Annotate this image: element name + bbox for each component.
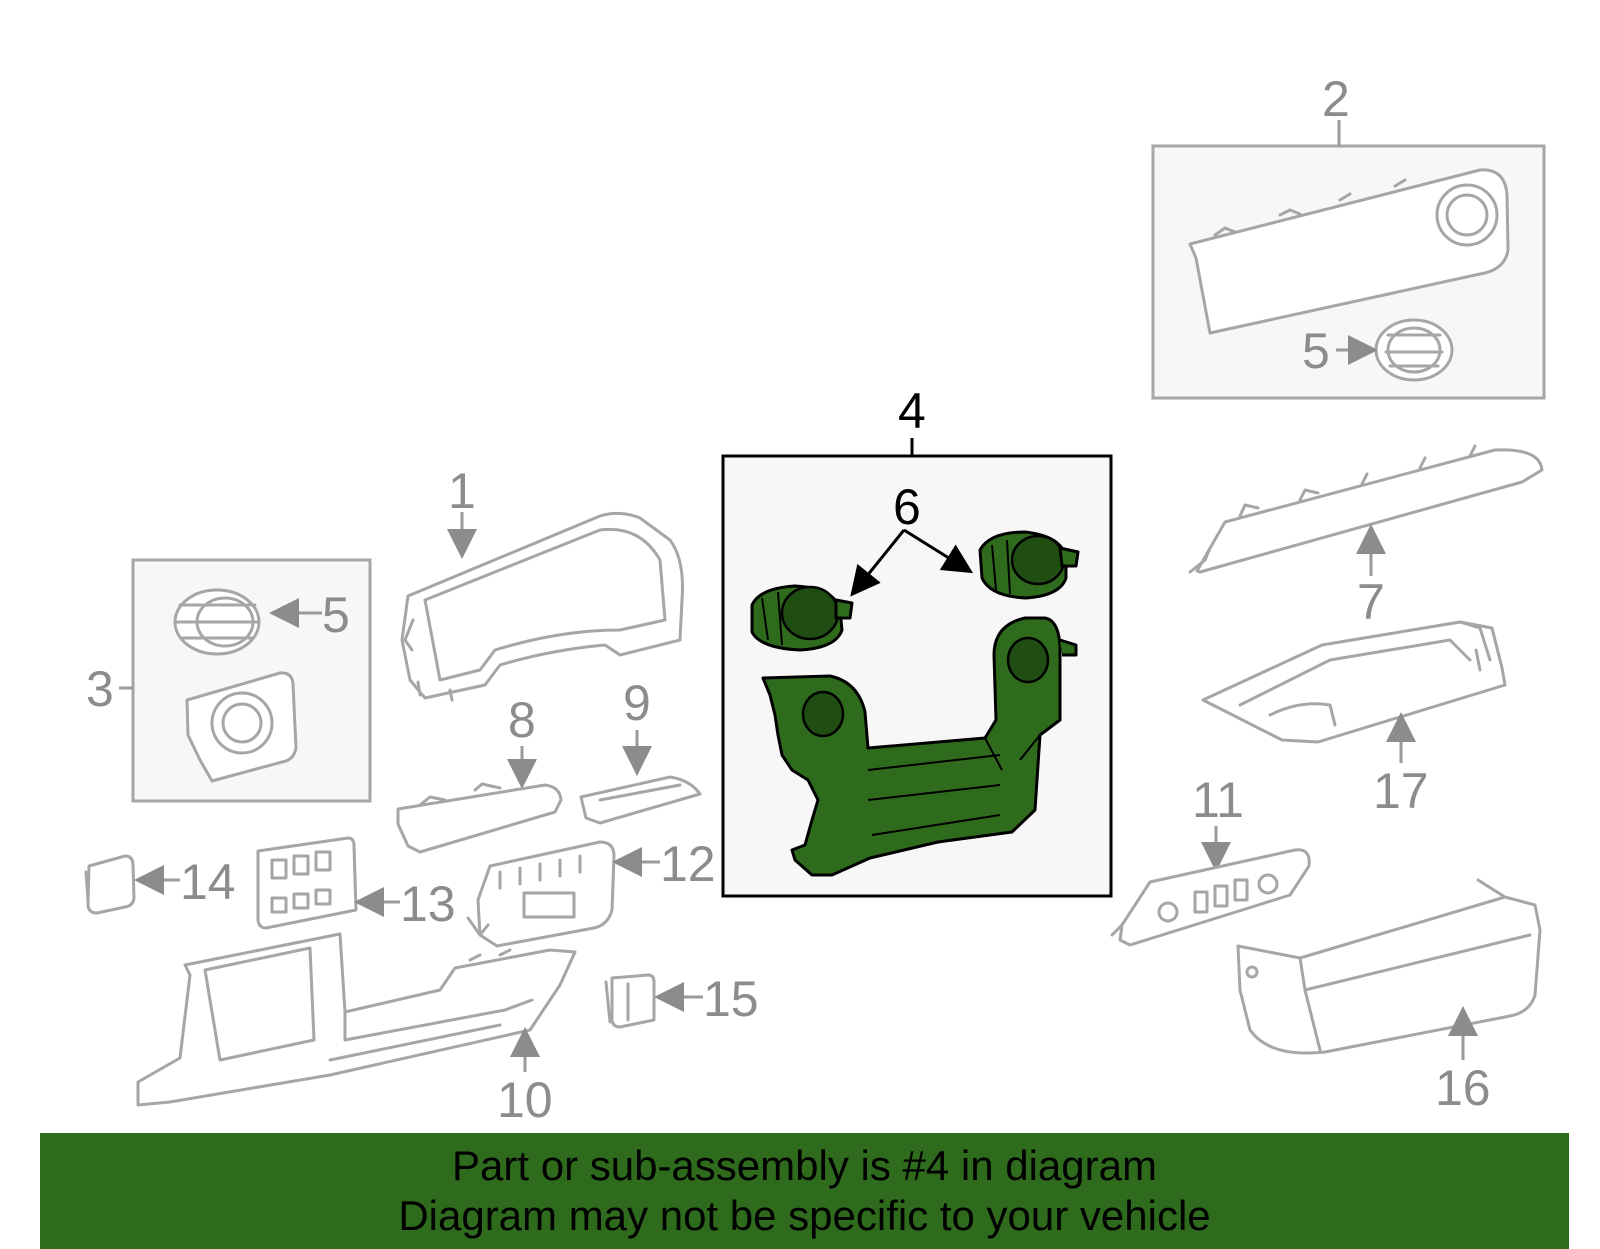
part-9-group: 9	[579, 675, 702, 825]
callout-5-upper: 5	[1302, 323, 1330, 379]
part-17-group: 17	[1201, 620, 1507, 819]
part-2-group: 2 5	[1151, 71, 1546, 400]
part-4-bezel	[761, 616, 1078, 877]
callout-13: 13	[400, 876, 456, 932]
callout-2: 2	[1322, 71, 1350, 127]
part-14-switch	[86, 854, 136, 915]
part-17-tray	[1201, 620, 1507, 744]
callout-8: 8	[508, 692, 536, 748]
part-4-group: 4 6	[721, 383, 1113, 898]
part-7-trim	[1195, 448, 1544, 574]
part-15-switch	[610, 973, 656, 1029]
part-6-knob-right	[978, 530, 1080, 600]
part-10-lower-panel	[136, 932, 577, 1107]
part-15-group: 15	[604, 971, 759, 1029]
callout-1: 1	[448, 463, 476, 519]
callout-9: 9	[623, 675, 651, 731]
part-13-group: 13	[256, 836, 456, 932]
part-10-group: 10	[136, 932, 577, 1128]
callout-10: 10	[497, 1072, 553, 1128]
part-12-group: 12	[466, 836, 716, 948]
callout-17: 17	[1373, 763, 1429, 819]
info-banner: Part or sub-assembly is #4 in diagram Di…	[40, 1133, 1569, 1249]
callout-7: 7	[1357, 574, 1385, 630]
callout-16: 16	[1435, 1060, 1491, 1116]
callout-6: 6	[893, 479, 921, 535]
part-1-hood	[400, 511, 684, 700]
part-5-vent-upper	[1374, 318, 1454, 382]
callout-14: 14	[180, 854, 236, 910]
part-8-panel	[396, 783, 563, 854]
callout-4: 4	[898, 383, 926, 439]
part-11-group: 11	[1110, 772, 1311, 947]
part-3-bezel	[185, 671, 298, 783]
part-3-group: 3 5	[86, 558, 372, 803]
callout-12: 12	[660, 836, 716, 892]
callout-3: 3	[86, 661, 114, 717]
part-9-panel	[579, 775, 702, 825]
callout-11: 11	[1192, 772, 1244, 828]
part-16-group: 16	[1236, 878, 1542, 1116]
banner-line-1: Part or sub-assembly is #4 in diagram	[452, 1142, 1157, 1189]
banner-line-2: Diagram may not be specific to your vehi…	[398, 1192, 1211, 1239]
part-7-group: 7	[1188, 444, 1544, 630]
part-16-lower-trim	[1236, 895, 1542, 1055]
part-2-panel	[1188, 168, 1510, 335]
callout-5-left: 5	[322, 587, 350, 643]
part-5-vent-left	[173, 588, 261, 656]
part-1-group: 1	[400, 463, 684, 702]
part-6-knob-left	[750, 584, 854, 652]
part-14-group: 14	[84, 854, 236, 915]
part-8-group: 8	[396, 692, 563, 854]
part-13-switch-panel	[256, 836, 358, 930]
callout-15: 15	[703, 971, 759, 1027]
